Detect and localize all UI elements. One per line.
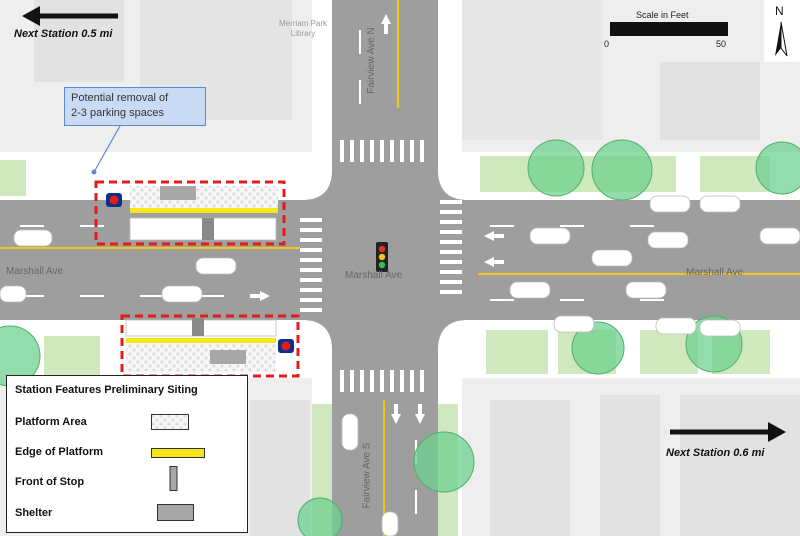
crosswalk-west — [300, 218, 322, 312]
next-station-west-label: Next Station 0.5 mi — [14, 28, 113, 40]
transit-badge-icon — [278, 339, 294, 353]
lane-arrows — [250, 14, 504, 424]
library-label: Merriam Park Library — [278, 19, 327, 38]
platform-north — [94, 180, 286, 246]
parking-removal-callout: Potential removal of 2-3 parking spaces — [64, 87, 206, 126]
crosswalk-south — [340, 370, 424, 392]
callout-leader-dot — [91, 169, 97, 175]
scale-end: 50 — [716, 39, 727, 49]
legend-shelter-symbol — [157, 504, 194, 521]
legend-platform-symbol — [151, 414, 189, 430]
street-label-fairview-north: Fairview Ave N — [365, 27, 377, 94]
street-label-fairview-south: Fairview Ave S — [361, 442, 373, 509]
callout-leader — [93, 125, 121, 173]
callout-line-1: Potential removal of — [71, 92, 169, 104]
legend-front-stop-symbol — [169, 466, 178, 491]
traffic-signal-icon — [376, 242, 388, 272]
north-label: N — [775, 4, 784, 18]
crosswalk-east — [440, 200, 462, 294]
cars — [0, 195, 800, 536]
crosswalks — [300, 140, 462, 392]
legend-label-shelter: Shelter — [15, 507, 53, 519]
next-station-east-label: Next Station 0.6 mi — [666, 447, 765, 459]
legend-title: Station Features Preliminary Siting — [15, 384, 198, 396]
arrow-left-icon — [22, 6, 118, 26]
street-label-marshall-west: Marshall Ave — [6, 266, 64, 277]
legend-edge-symbol — [151, 448, 205, 458]
legend-label-edge-of-platform: Edge of Platform — [15, 446, 104, 458]
scale-title: Scale in Feet — [636, 10, 689, 20]
transit-badge-icon — [106, 193, 122, 207]
street-label-marshall-east: Marshall Ave — [686, 267, 744, 278]
scale-bar — [610, 22, 728, 36]
crosswalk-north — [340, 140, 424, 162]
arrow-right-icon — [670, 422, 786, 442]
platform-south — [120, 314, 300, 378]
callout-line-2: 2-3 parking spaces — [71, 107, 164, 119]
legend-label-front-of-stop: Front of Stop — [15, 476, 85, 488]
legend-label-platform-area: Platform Area — [15, 416, 87, 428]
street-label-marshall-center: Marshall Ave — [345, 270, 403, 281]
north-arrow-icon — [764, 0, 800, 62]
legend: Station Features Preliminary Siting Plat… — [6, 375, 248, 533]
scale-start: 0 — [604, 39, 610, 49]
